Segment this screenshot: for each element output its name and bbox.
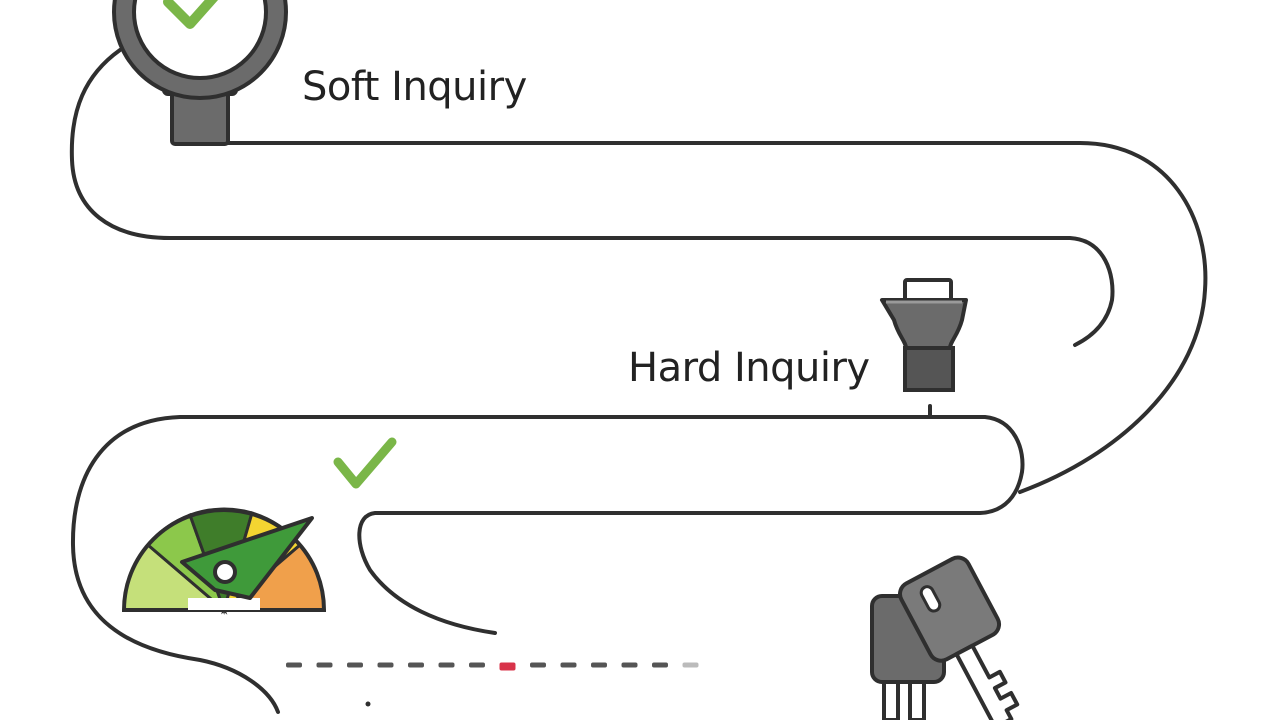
key-front [898, 555, 1020, 720]
gauge-base [188, 598, 260, 610]
winding-path [69, 48, 1208, 714]
gauge-pivot [213, 560, 237, 584]
dashed-line-segment [438, 662, 455, 668]
gauge-outline [121, 508, 327, 612]
path-middle-loop [357, 415, 1025, 635]
credit-score-gauge-icon [121, 507, 327, 615]
progress-dashed-line [286, 662, 699, 671]
dashed-line-segment [347, 662, 363, 668]
dashed-line-segment [682, 662, 699, 668]
magnifier-lens [132, 0, 268, 80]
dashed-line-highlight-segment [499, 662, 516, 671]
dashed-line-segment [377, 662, 394, 668]
dashed-line-segment [621, 662, 638, 668]
dashed-line-segment [286, 662, 302, 668]
path-middle-upper [70, 415, 932, 714]
magnifier-checkmark-icon [163, 0, 219, 29]
dashed-line-segment [652, 662, 668, 668]
gauge-needle [180, 516, 314, 600]
dashed-line-segment [530, 662, 546, 668]
stamp-body [880, 298, 968, 350]
magnifying-glass-icon [112, 0, 288, 146]
dashed-line-segment [408, 662, 424, 668]
stamp-icon [880, 278, 968, 392]
dashed-line-segment [591, 662, 607, 668]
path-dot [365, 701, 371, 707]
soft-inquiry-label: Soft Inquiry [302, 64, 527, 110]
path-top-inner [174, 141, 1208, 494]
stamp-base [903, 346, 955, 392]
path-top-outer [69, 48, 1115, 347]
checkmark-icon [333, 437, 397, 489]
car-keys-icon [870, 555, 1020, 720]
dashed-line-segment [316, 662, 333, 668]
dashed-line-segment [469, 662, 485, 668]
hard-inquiry-label: Hard Inquiry [628, 345, 870, 391]
stamp-top [903, 278, 953, 302]
dashed-line-segment [560, 662, 577, 668]
